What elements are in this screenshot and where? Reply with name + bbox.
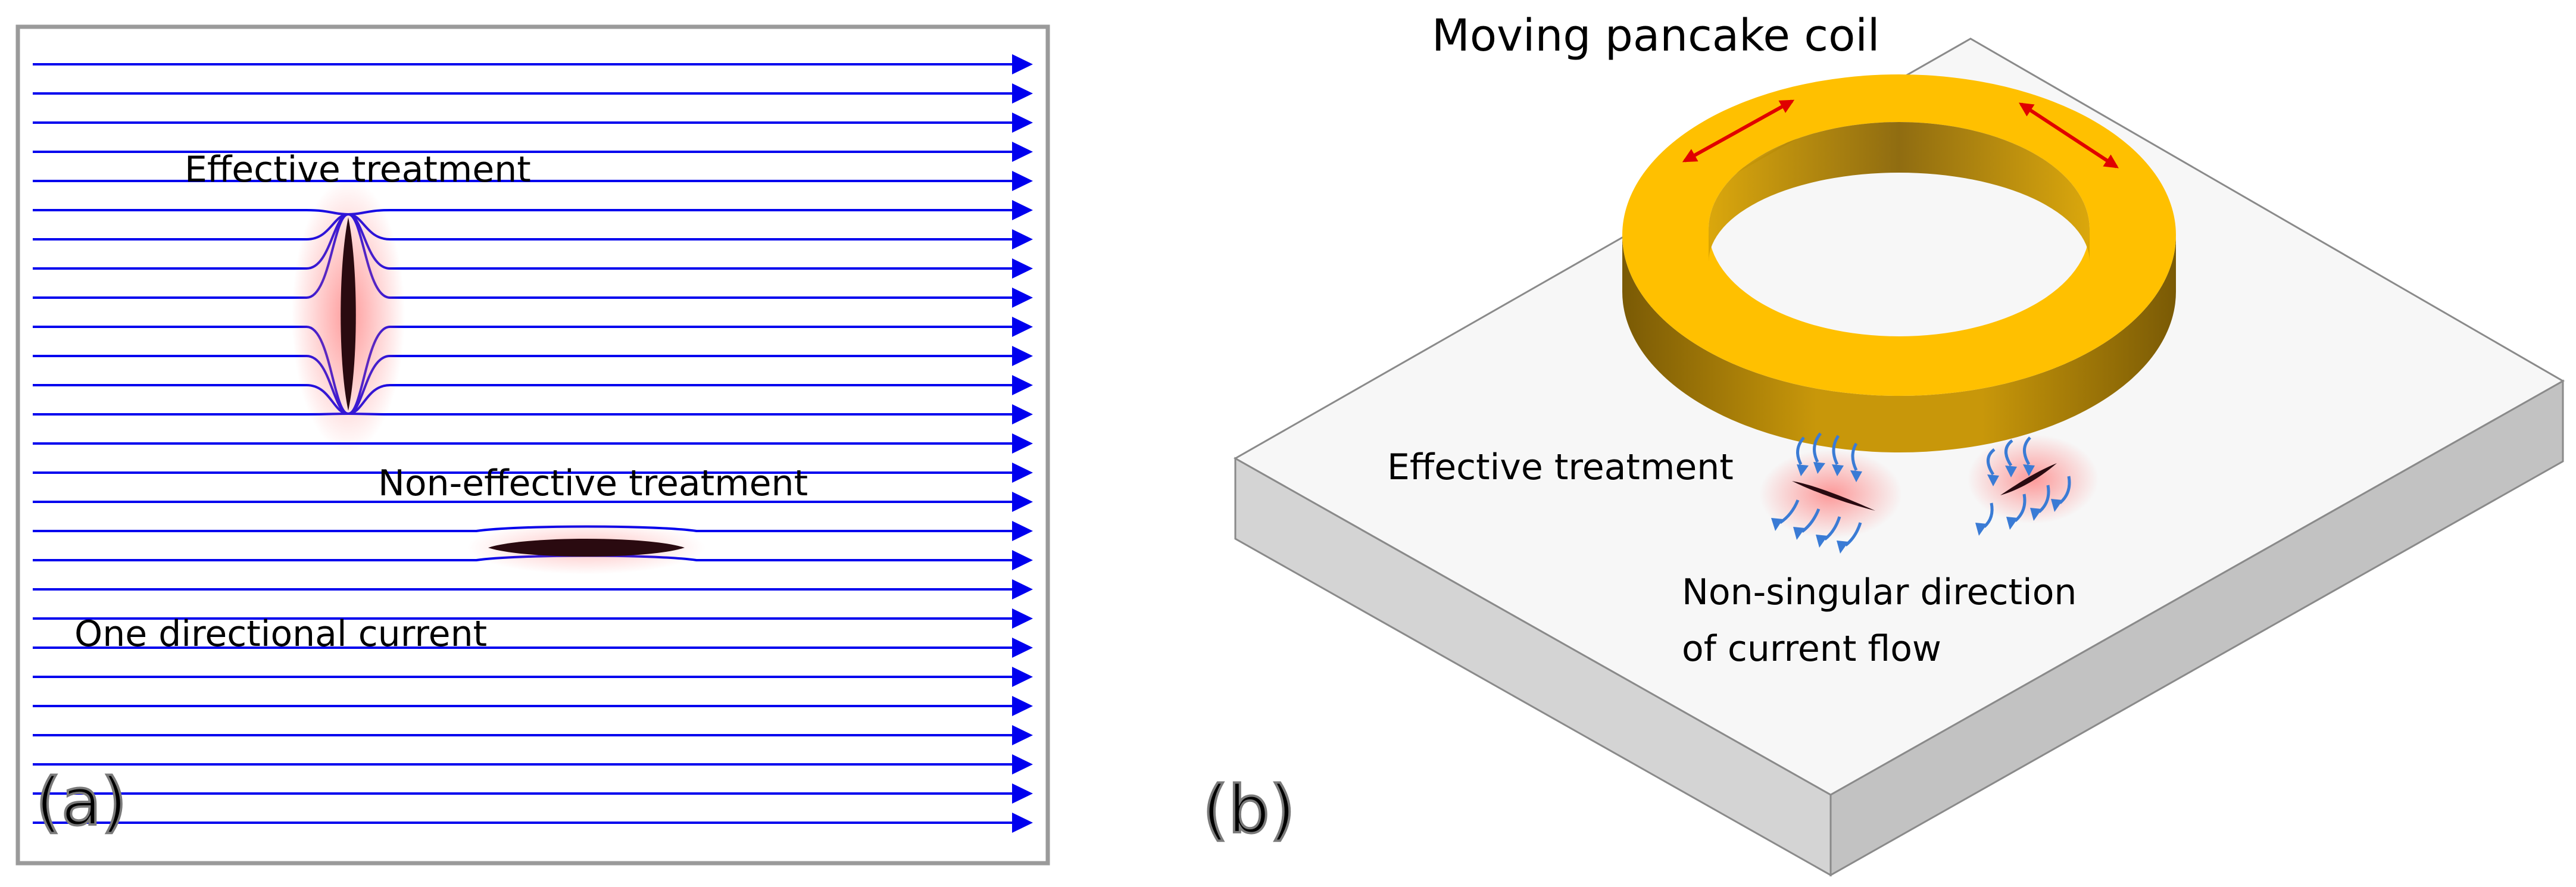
current-line-arrowhead	[1012, 113, 1033, 133]
current-line-arrowhead	[1012, 404, 1033, 424]
current-arrow-head	[1816, 535, 1828, 548]
current-line-arrowhead	[1012, 667, 1033, 687]
current-line-arrowhead	[1012, 142, 1033, 162]
current-line-arrowhead	[1012, 229, 1033, 249]
current-arrow	[1779, 499, 1800, 524]
current-line-arrowhead	[1012, 492, 1033, 512]
panel-a-frame	[15, 24, 1050, 866]
current-line-arrowhead	[1012, 463, 1033, 483]
current-arrow	[2023, 436, 2031, 466]
coil-label: Moving pancake coil	[1432, 10, 1879, 61]
panel-b: Moving pancake coil Effective treatment …	[1201, 10, 2565, 877]
current-line-arrowhead	[1012, 200, 1033, 220]
current-arrow-head	[1837, 541, 1849, 554]
current-arrow-head	[1813, 462, 1825, 474]
current-arrow	[1801, 508, 1821, 533]
current-line-arrowhead	[1012, 258, 1033, 279]
current-arrow-head	[1850, 470, 1862, 482]
current-line-arrowhead	[1012, 83, 1033, 104]
current-arrow	[1851, 442, 1858, 471]
current-arrow-head	[1793, 527, 1805, 540]
current-flow-label-line1: Non-singular direction	[1682, 571, 2077, 613]
current-arrow	[1796, 436, 1805, 466]
panel-a: Effective treatment Non-effective treatm…	[15, 24, 1050, 866]
current-arrow-head	[2023, 464, 2035, 476]
current-arrow-head	[1832, 464, 1844, 476]
current-arrow-head	[2051, 499, 2063, 512]
current-arrow-heads	[1771, 462, 2063, 554]
current-arrow-head	[1975, 523, 1987, 536]
current-arrow-head	[2006, 517, 2018, 530]
coil-hole-wall	[1709, 122, 2090, 262]
current-arrow	[1987, 448, 1996, 476]
effective-crack	[341, 217, 356, 411]
current-line-arrowhead	[1012, 346, 1033, 366]
coil-side	[1622, 235, 2176, 452]
pancake-coil	[1622, 74, 2176, 452]
effective-treatment-label-b: Effective treatment	[1387, 446, 1734, 488]
current-line-arrowhead	[1012, 288, 1033, 308]
current-arrow-head	[2030, 508, 2042, 521]
current-flow-label-line2: of current flow	[1682, 628, 1941, 670]
current-line-arrowhead	[1012, 813, 1033, 833]
crack-right	[2000, 463, 2057, 495]
non-effective-treatment-label: Non-effective treatment	[378, 463, 808, 504]
current-arrow	[1824, 516, 1841, 541]
current-line-arrowhead	[1012, 725, 1033, 745]
current-line-arrowhead	[1012, 375, 1033, 395]
crack-left	[1792, 481, 1875, 511]
current-line-arrowhead	[1012, 608, 1033, 629]
current-line-arrowhead	[1012, 521, 1033, 541]
current-arrow-head	[1987, 474, 1999, 486]
current-line-arrowhead	[1012, 754, 1033, 774]
current-line-arrowhead	[1012, 54, 1033, 74]
current-line-arrowhead	[1012, 317, 1033, 337]
current-line-arrowhead	[1012, 783, 1033, 804]
coil-motion-arrow-left	[1682, 99, 1795, 163]
non-effective-crack	[488, 539, 685, 557]
current-line-arrowhead	[1012, 638, 1033, 658]
current-arrow	[1813, 432, 1822, 463]
current-line-arrowhead	[1012, 433, 1033, 454]
current-arrow	[2004, 439, 2013, 467]
coil-motion-arrow-right	[2018, 102, 2119, 168]
current-arrow-head	[2005, 466, 2017, 477]
current-arrow	[1844, 522, 1862, 546]
current-line-arrowhead	[1012, 171, 1033, 191]
panel-a-label: (a)	[36, 764, 127, 840]
panel-b-label: (b)	[1203, 772, 1295, 848]
effective-treatment-label-a: Effective treatment	[185, 149, 531, 190]
current-line-arrowhead	[1012, 696, 1033, 716]
one-directional-current-label: One directional current	[74, 613, 487, 655]
current-line-arrowhead	[1012, 550, 1033, 570]
current-line-arrowhead	[1012, 579, 1033, 599]
current-arrow-head	[1771, 518, 1783, 531]
current-arrow-head	[1797, 464, 1809, 476]
current-arrow	[1832, 435, 1840, 466]
